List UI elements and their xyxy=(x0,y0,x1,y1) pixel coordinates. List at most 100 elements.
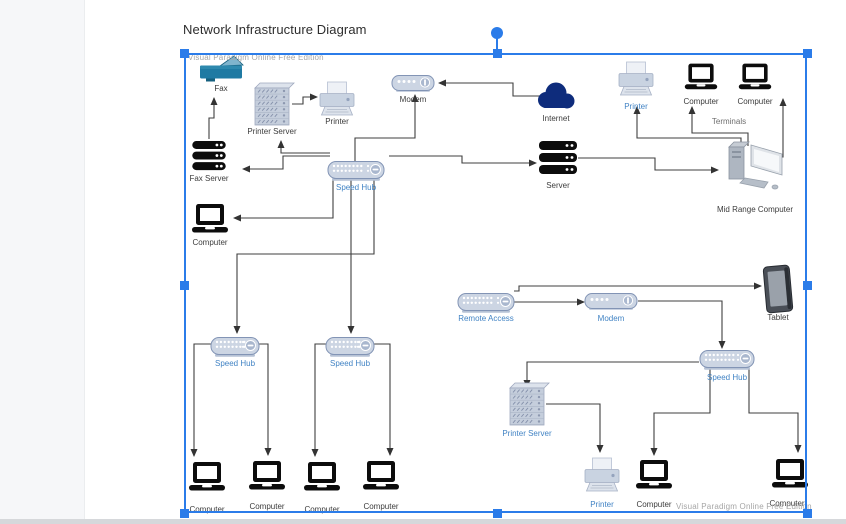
watermark-bottom: Visual Paradigm Online Free Edition xyxy=(676,502,812,511)
edge-speedhub1-computer2[interactable] xyxy=(259,343,272,456)
edge-hub-computer-left[interactable] xyxy=(233,179,334,222)
hub-icon xyxy=(327,161,385,181)
node-computer-3[interactable]: Computer xyxy=(304,462,340,514)
edge-speedhub3-computer5[interactable] xyxy=(650,369,711,456)
edge-speedhub2-computer3[interactable] xyxy=(311,343,326,457)
node-printer-terminal[interactable]: Printer xyxy=(618,61,654,111)
diagram-title[interactable]: Network Infrastructure Diagram xyxy=(183,22,367,37)
edge-internet-modem[interactable] xyxy=(438,79,540,97)
node-label: Computer xyxy=(636,500,671,509)
node-label: Printer Server xyxy=(247,127,297,136)
printer-icon xyxy=(618,61,654,96)
edge-printserver-printer-top[interactable] xyxy=(292,93,318,105)
edge-speedhub3-computer6[interactable] xyxy=(748,369,802,453)
hub-icon xyxy=(457,293,515,313)
edge-server-midrange[interactable] xyxy=(578,157,719,174)
node-label: Fax xyxy=(214,84,227,93)
selection-handle-ne[interactable] xyxy=(802,48,812,58)
printer-server-icon xyxy=(254,82,295,126)
node-speed-hub-1[interactable]: Speed Hub xyxy=(210,337,260,369)
node-speed-hub-3[interactable]: Speed Hub xyxy=(699,350,755,383)
node-label: Speed Hub xyxy=(330,359,371,368)
node-computer-terminal-2[interactable]: Computer xyxy=(737,63,773,106)
selection-outline[interactable] xyxy=(184,53,807,513)
bottom-edge xyxy=(0,519,846,524)
node-computer-5[interactable]: Computer xyxy=(636,460,672,509)
selection-handle-nw[interactable] xyxy=(179,48,189,58)
node-label: Computer xyxy=(304,505,339,514)
node-label: Computer xyxy=(249,502,284,511)
edge-speedhub3-printserver[interactable] xyxy=(523,361,699,388)
hub-icon xyxy=(210,337,260,357)
node-label: Fax Server xyxy=(189,174,228,183)
node-label: Remote Access xyxy=(458,314,514,323)
node-computer-1[interactable]: Computer xyxy=(189,462,225,514)
node-mid-range-computer[interactable]: Mid Range Computer xyxy=(717,141,793,214)
laptop-icon xyxy=(192,204,228,233)
node-printer-server-top[interactable]: Printer Server xyxy=(247,82,297,136)
left-panel xyxy=(0,0,85,524)
node-label: Mid Range Computer xyxy=(717,205,793,214)
node-label: Printer xyxy=(590,500,614,509)
node-label: Modem xyxy=(598,314,625,323)
node-label: Tablet xyxy=(767,313,789,322)
node-fax-server[interactable]: Fax Server xyxy=(189,141,229,183)
node-modem-mid[interactable]: Modem xyxy=(584,293,638,324)
selection-handle-sw[interactable] xyxy=(179,508,189,518)
edge-speedhub1-computer1[interactable] xyxy=(190,343,211,457)
node-fax[interactable]: Fax xyxy=(200,55,244,93)
hub-icon xyxy=(699,350,755,370)
laptop-icon xyxy=(189,462,225,491)
node-speed-hub-central[interactable]: Speed Hub xyxy=(327,161,385,193)
node-label: Speed Hub xyxy=(215,359,256,368)
node-printer-bottom[interactable]: Printer xyxy=(584,457,620,509)
edge-faxserver-fax[interactable] xyxy=(208,97,218,139)
laptop-icon xyxy=(772,459,808,488)
selection-handle-e[interactable] xyxy=(802,280,812,290)
edge-modem-speedhub3[interactable] xyxy=(638,300,726,349)
modem-icon xyxy=(391,75,435,92)
node-printer-top[interactable]: Printer xyxy=(319,81,355,126)
edge-hub-fax-server[interactable] xyxy=(242,155,330,173)
server-icon xyxy=(539,141,577,174)
node-label: Speed Hub xyxy=(707,373,748,382)
node-label: Computer xyxy=(769,499,804,508)
fax-icon xyxy=(200,55,244,82)
node-printer-server-bottom[interactable]: Printer Server xyxy=(502,382,552,438)
edge-midrange-terminal1[interactable] xyxy=(688,106,749,146)
edge-speedhub2-computer4[interactable] xyxy=(374,343,394,456)
rotation-handle[interactable] xyxy=(491,27,503,39)
node-computer-terminal-1[interactable]: Computer xyxy=(683,63,719,106)
printer-icon xyxy=(319,81,355,116)
node-label: Computer xyxy=(737,97,772,106)
node-internet[interactable]: Internet xyxy=(538,82,575,124)
selection-handle-n[interactable] xyxy=(492,48,502,58)
edge-hub-printer-server[interactable] xyxy=(277,140,330,154)
node-computer-2[interactable]: Computer xyxy=(249,461,285,511)
node-remote-access[interactable]: Remote Access xyxy=(457,293,515,324)
node-label: Server xyxy=(546,181,570,190)
selection-handle-s[interactable] xyxy=(492,508,502,518)
modem-icon xyxy=(584,293,638,310)
node-modem-top[interactable]: Modem xyxy=(391,75,435,105)
edge-hub-modem[interactable] xyxy=(354,94,419,161)
node-computer-4[interactable]: Computer xyxy=(363,461,399,511)
cloud-icon xyxy=(538,82,575,109)
node-label: Computer xyxy=(189,505,224,514)
edge-hub-speedhub1[interactable] xyxy=(233,179,375,334)
hub-icon xyxy=(325,337,375,357)
edge-hub-server[interactable] xyxy=(389,155,537,167)
edge-remote-tablet[interactable] xyxy=(514,282,762,292)
node-server[interactable]: Server xyxy=(539,141,577,190)
selection-handle-w[interactable] xyxy=(179,280,189,290)
laptop-icon xyxy=(738,63,772,90)
node-computer-left[interactable]: Computer xyxy=(192,204,228,247)
node-tablet[interactable]: Tablet xyxy=(762,264,794,322)
node-computer-6[interactable]: Computer xyxy=(769,459,808,508)
node-speed-hub-2[interactable]: Speed Hub xyxy=(325,337,375,369)
edge-printserver-printer-bottom[interactable] xyxy=(546,403,604,453)
selection-handle-se[interactable] xyxy=(802,508,812,518)
node-label: Printer Server xyxy=(502,429,552,438)
